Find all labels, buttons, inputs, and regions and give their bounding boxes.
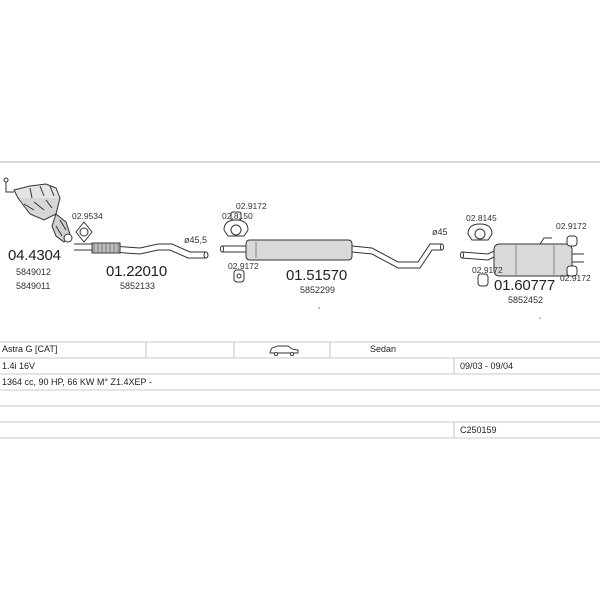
table-years: 09/03 - 09/04 xyxy=(460,361,514,371)
clamp-02-8145 xyxy=(467,223,493,241)
diameter-label-1: ø45,5 xyxy=(184,235,208,245)
car-icon xyxy=(269,345,299,357)
gasket-02-9534 xyxy=(75,221,93,243)
front-pipe-drawing xyxy=(74,242,209,259)
fitting-label-f3: 02.8150 xyxy=(222,211,253,221)
part-number-middle-silencer: 01.51570 xyxy=(286,267,347,284)
fitting-label-f2: 02.9172 xyxy=(236,201,267,211)
part-number-rear-silencer: 01.60777 xyxy=(494,277,555,294)
middle-silencer-drawing xyxy=(220,239,444,269)
oem-number-middle-silencer: 5852299 xyxy=(300,285,336,295)
fitting-label-f6: 02.9172 xyxy=(556,221,587,231)
fitting-label-f7: 02.9172 xyxy=(472,265,503,275)
table-model: Astra G [CAT] xyxy=(2,344,58,354)
hanger-02-9172-a xyxy=(230,211,242,221)
oem-number-front-pipe: 5852133 xyxy=(120,281,156,291)
hanger-02-9172-e xyxy=(566,265,578,277)
oem-number-manifold-1: 5849012 xyxy=(16,267,52,277)
part-number-manifold: 04.4304 xyxy=(8,247,61,264)
table-body: Sedan xyxy=(370,344,397,354)
info-table-grid xyxy=(0,341,600,439)
hanger-02-9172-d xyxy=(566,235,578,247)
oem-number-rear-silencer: 5852452 xyxy=(508,295,544,305)
hanger-02-9172-c xyxy=(477,273,489,287)
fitting-label-f8: 02.9172 xyxy=(560,273,591,283)
manifold-drawing xyxy=(3,177,73,243)
rear-silencer-drawing xyxy=(460,237,584,277)
fitting-label-f5: 02.8145 xyxy=(466,213,497,223)
fitting-label-f4: 02.9172 xyxy=(228,261,259,271)
fitting-label-f1: 02.9534 xyxy=(72,211,103,221)
table-engine: 1.4i 16V xyxy=(2,361,36,371)
part-number-front-pipe: 01.22010 xyxy=(106,263,167,280)
table-spec: 1364 cc, 90 HP, 66 KW M° Z1.4XEP - xyxy=(2,377,152,387)
diameter-label-2: ø45 xyxy=(432,227,448,237)
oem-number-manifold-2: 5849011 xyxy=(16,281,51,291)
clamp-02-8150 xyxy=(223,219,249,237)
table-code: C250159 xyxy=(460,425,497,435)
hanger-02-9172-b xyxy=(233,269,245,283)
